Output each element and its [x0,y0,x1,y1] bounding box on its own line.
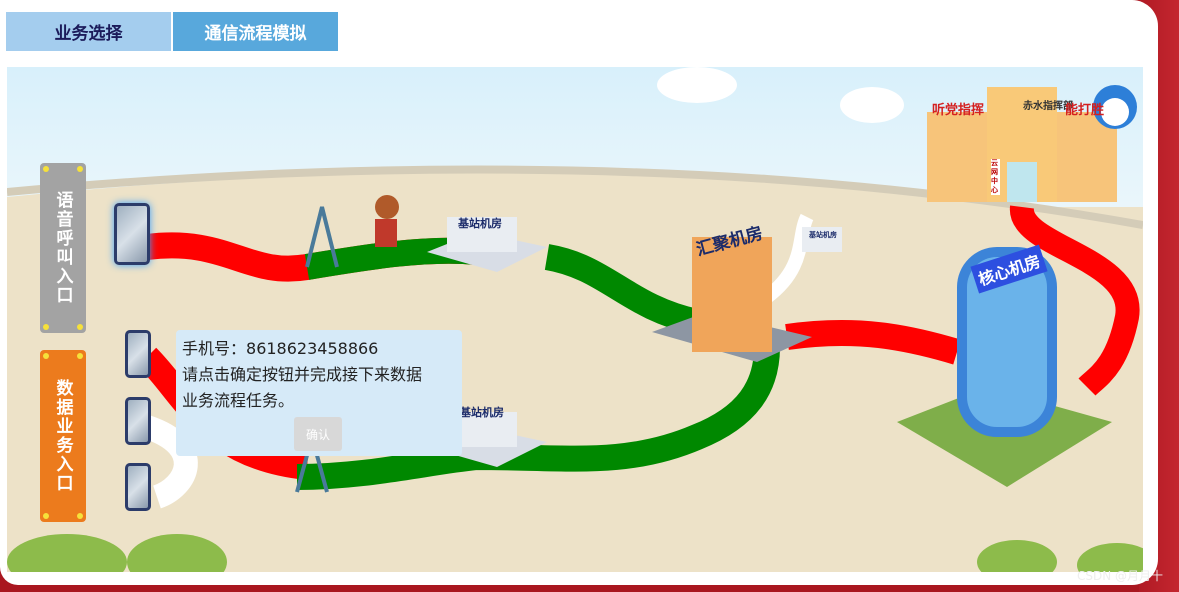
phone-popup: 手机号：8618623458866 请点击确定按钮并完成接下来数据 业务流程任务… [176,330,462,456]
phone-icon[interactable] [125,463,151,511]
decor-dot [43,513,49,519]
core-to-hq [1010,205,1140,396]
watermark: CSDN @月月十 [1076,569,1163,583]
data-service-entry[interactable]: 数据业务入口 [40,350,86,522]
bush [1077,543,1143,572]
decor-dot [77,353,83,359]
slogan-left: 听党指挥 [932,103,985,118]
voice-entry-label: 语音呼叫入口 [52,191,73,305]
bush [127,534,227,572]
data-path-white [142,415,198,509]
cloud [657,67,737,103]
bs-to-agg [544,244,700,335]
decor-dot [77,166,83,172]
base-station-label: 基站机房 [458,217,502,230]
decor-dot [43,353,49,359]
scene-graphics [7,67,1143,572]
voice-call-entry[interactable]: 语音呼叫入口 [40,163,86,333]
cloud [840,87,904,123]
phone-line: 手机号：8618623458866 [182,336,456,362]
hq-label: 赤水指挥部 [1023,101,1073,112]
phone-icon[interactable] [114,203,150,265]
slogan-right: 能打胜 [1065,103,1105,118]
courier-icon [375,195,399,247]
agg-to-core [785,319,961,365]
base-station-icon [427,217,547,272]
mascot-icon [1093,85,1137,129]
tab-comm-simulation[interactable]: 通信流程模拟 [173,12,338,51]
agg-to-small-bs [762,213,814,303]
simulation-scene: 基站机房 基站机房 基站机房 汇聚机房 核心机房 赤水指挥部 听党指挥 能打胜 … [7,67,1143,572]
popup-message: 请点击确定按钮并完成接下来数据 业务流程任务。 [182,365,423,410]
phone-icon[interactable] [125,397,151,445]
phone-icon[interactable] [125,330,151,378]
small-base-station-icon [802,227,842,252]
road [7,165,1143,229]
cloud-center-sign: 云网中心 [991,159,1000,195]
aggregation-building-icon [652,237,812,362]
core-building-icon [897,247,1112,487]
decor-dot [43,166,49,172]
bush [7,534,127,572]
data-path-green [296,346,780,490]
base-station-label: 基站机房 [460,406,504,419]
decor-dot [43,324,49,330]
data-entry-label: 数据业务入口 [52,379,73,493]
decor-dot [77,513,83,519]
confirm-button[interactable]: 确认 [294,417,342,451]
base-station-label: 基站机房 [809,231,837,239]
tower-icon [305,206,339,268]
tab-business-select[interactable]: 业务选择 [6,12,171,51]
phone-label: 手机号： [182,339,247,358]
bush [977,540,1057,572]
main-panel: 业务选择 通信流程模拟 [0,0,1158,585]
decor-dot [77,324,83,330]
phone-number: 8618623458866 [246,339,379,358]
